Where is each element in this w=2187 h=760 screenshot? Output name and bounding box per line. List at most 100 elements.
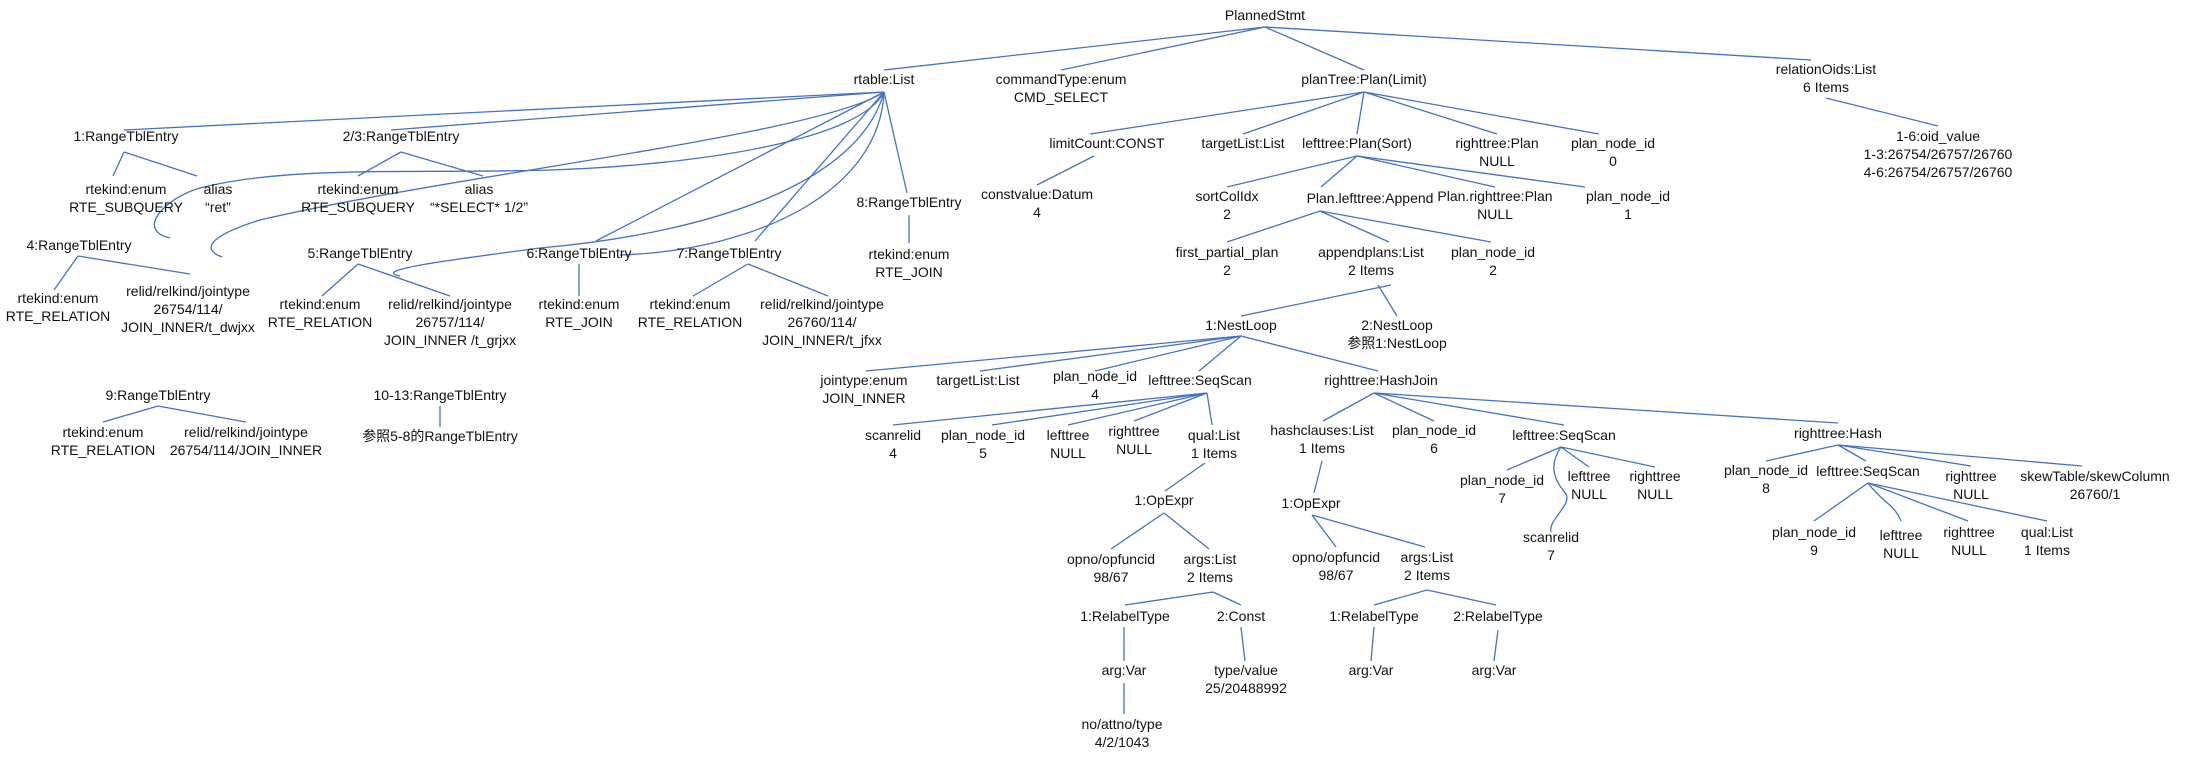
rte10-13-node: 10-13:RangeTblEntry: [373, 386, 506, 404]
node-text: 1:OpExpr: [1281, 495, 1341, 511]
node-text: lefttree: [1046, 427, 1090, 443]
node-text: type/value: [1214, 662, 1278, 678]
node-text: first_partial_plan: [1175, 244, 1279, 260]
node-text: rtekind:enum: [62, 424, 144, 440]
node-text: 1-6:oid_value: [1895, 128, 1981, 144]
rte4-node: 4:RangeTblEntry: [26, 236, 131, 254]
node-text: 7:RangeTblEntry: [676, 245, 782, 261]
node-text: 4: [1091, 386, 1099, 402]
node-text: 2:NestLoop: [1361, 317, 1433, 333]
node-text: alias: [203, 181, 233, 197]
node-text: 1:NestLoop: [1205, 317, 1277, 333]
node-text: JOIN_INNER/t_jfxx: [762, 332, 882, 348]
node-text: CMD_SELECT: [1013, 89, 1109, 105]
node-text: NULL: [1116, 441, 1152, 457]
node-text: 5:RangeTblEntry: [307, 245, 413, 261]
node-text: 1:RelabelType: [1080, 608, 1170, 624]
node-text: lefttree:SeqScan: [1512, 427, 1616, 443]
opexpr2-opno-node: opno/opfuncid 98/67: [1292, 548, 1380, 584]
node-text: JOIN_INNER: [822, 390, 906, 406]
node-text: “*SELECT* 1/2”: [429, 199, 529, 215]
relabel2a-node: 1:RelabelType: [1329, 607, 1419, 625]
node-text: righttree: [1108, 423, 1160, 439]
opexpr1-node: 1:OpExpr: [1134, 491, 1193, 509]
node-text: targetList:List: [1201, 135, 1285, 151]
node-text: 2:Const: [1216, 608, 1266, 624]
node-text: 2/3:RangeTblEntry: [342, 128, 460, 144]
node-text: plan_node_id: [1459, 472, 1545, 488]
node-text: 4/2/1043: [1094, 734, 1150, 750]
node-text: NULL: [1637, 486, 1673, 502]
node-text: lefttree:Plan(Sort): [1302, 135, 1412, 151]
relabel1-node: 1:RelabelType: [1080, 607, 1170, 625]
node-text: plan_node_id: [1771, 524, 1857, 540]
node-text: PlannedStmt: [1224, 7, 1306, 23]
node-text: relid/relkind/jointype: [184, 424, 308, 440]
node-text: 1: [1624, 206, 1632, 222]
node-text: scanrelid: [1522, 529, 1580, 545]
node-text: righttree:Hash: [1794, 425, 1882, 441]
node-text: plan_node_id: [1585, 188, 1671, 204]
node-text: NULL: [1571, 486, 1607, 502]
node-text: lefttree:SeqScan: [1148, 372, 1252, 388]
node-text: relationOids:List: [1775, 61, 1877, 77]
sort-plan-node-id-node: plan_node_id 1: [1586, 187, 1670, 223]
node-text: 1-3:26754/26757/26760: [1863, 146, 2013, 162]
node-text: 26757/114/: [415, 314, 485, 330]
node-text: 98/67: [1318, 567, 1354, 583]
node-text: qual:List: [1187, 427, 1241, 443]
node-text: Plan.righttree:Plan: [1437, 188, 1553, 204]
node-text: rtekind:enum: [279, 296, 361, 312]
node-text: righttree: [1945, 468, 1997, 484]
node-text: 6:RangeTblEntry: [526, 245, 632, 261]
node-text: rtekind:enum: [17, 290, 99, 306]
node-text: relid/relkind/jointype: [126, 283, 250, 299]
rte6-node: 6:RangeTblEntry: [526, 244, 631, 262]
node-text: Plan.lefttree:Append: [1306, 190, 1434, 206]
node-text: 4:RangeTblEntry: [26, 237, 132, 253]
first-partial-plan-node: first_partial_plan 2: [1176, 243, 1279, 279]
nestloop1-node: 1:NestLoop: [1205, 316, 1277, 334]
rte23-alias-node: alias“*SELECT* 1/2”: [430, 180, 528, 216]
node-text: opno/opfuncid: [1292, 549, 1380, 565]
node-text: 7: [1547, 547, 1555, 563]
node-text: commandType:enum: [995, 71, 1127, 87]
plan-tree-node: planTree:Plan(Limit): [1301, 70, 1427, 88]
node-text: 2 Items: [1404, 567, 1450, 583]
node-text: 2: [1223, 262, 1231, 278]
node-text: righttree:HashJoin: [1324, 372, 1438, 388]
node-text: relid/relkind/jointype: [388, 296, 512, 312]
node-text: 参照1:NestLoop: [1347, 335, 1447, 351]
hash-lefttree-node: lefttree:SeqScan: [1816, 462, 1920, 480]
opexpr2-node: 1:OpExpr: [1281, 494, 1340, 512]
node-text: 2 Items: [1348, 262, 1394, 278]
node-text: no/attno/type: [1081, 716, 1163, 732]
node-text: qual:List: [2020, 524, 2074, 540]
node-text: JOIN_INNER/t_dwjxx: [121, 319, 255, 335]
nl-lefttree-node: lefttree:SeqScan: [1148, 371, 1252, 389]
node-text: rtekind:enum: [538, 296, 620, 312]
